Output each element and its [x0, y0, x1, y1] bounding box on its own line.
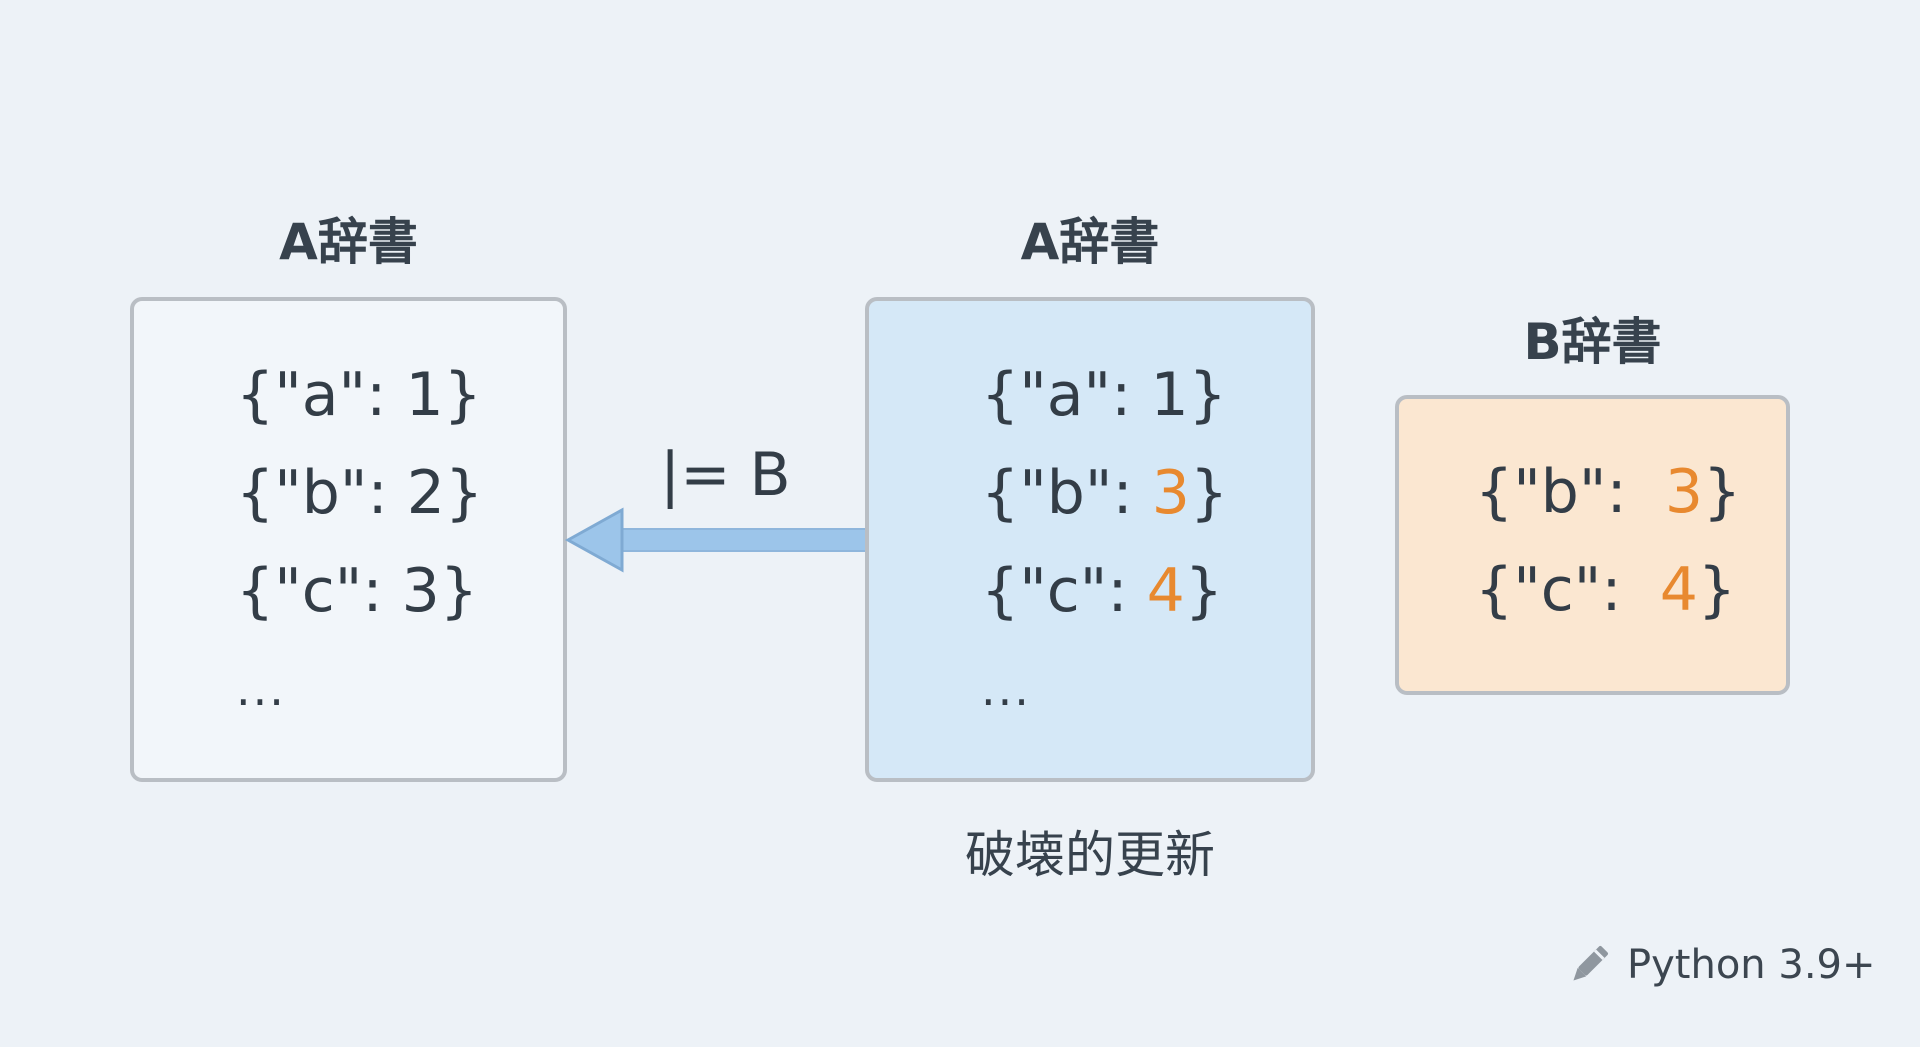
middle-dict-box: {"a": 1} {"b": 3} {"c": 4} ... [865, 297, 1315, 782]
left-dict-ellipsis: ... [236, 662, 286, 716]
left-dict-box: {"a": 1} {"b": 2} {"c": 3} ... [130, 297, 567, 782]
version-text: Python 3.9+ [1627, 942, 1876, 988]
middle-dict-line: {"b": 3} [981, 458, 1229, 528]
right-dict-box: {"b": 3} {"c": 4} [1395, 395, 1790, 695]
updated-value: 4 [1146, 556, 1185, 626]
update-operator-label: |= B [660, 440, 791, 510]
left-arrow-icon [564, 507, 868, 573]
middle-dict-ellipsis: ... [981, 662, 1031, 716]
left-dict-line: {"b": 2} [236, 458, 484, 528]
left-dict-line: {"c": 3} [236, 556, 479, 626]
middle-box-title: A辞書 [1020, 213, 1160, 271]
left-box-title: A辞書 [279, 213, 418, 271]
version-badge: Python 3.9+ [1565, 940, 1876, 990]
middle-box-caption: 破壊的更新 [965, 826, 1215, 884]
right-box-title: B辞書 [1523, 313, 1662, 371]
middle-dict-line: {"c": 4} [981, 556, 1224, 626]
pencil-icon [1573, 946, 1608, 981]
middle-dict-line: {"a": 1} [981, 360, 1227, 430]
right-dict-line: {"c": 4} [1475, 555, 1737, 625]
source-value: 3 [1664, 457, 1704, 527]
source-value: 4 [1659, 555, 1698, 625]
right-dict-line: {"b": 3} [1475, 457, 1742, 527]
left-dict-line: {"a": 1} [236, 360, 482, 430]
updated-value: 3 [1151, 458, 1190, 528]
